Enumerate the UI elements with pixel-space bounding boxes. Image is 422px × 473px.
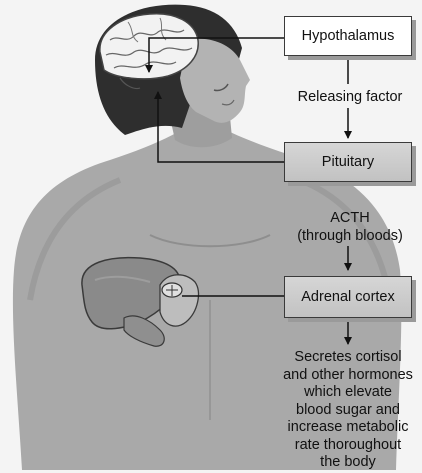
hypothalamus-box: Hypothalamus	[284, 16, 412, 56]
releasing-factor-label: Releasing factor	[282, 89, 418, 107]
outcome-text: Secretes cortisol and other hormones whi…	[276, 349, 420, 472]
adrenal-cortex-box: Adrenal cortex	[284, 276, 412, 318]
pituitary-box: Pituitary	[284, 142, 412, 182]
acth-label: ACTH (through bloods)	[282, 210, 418, 245]
